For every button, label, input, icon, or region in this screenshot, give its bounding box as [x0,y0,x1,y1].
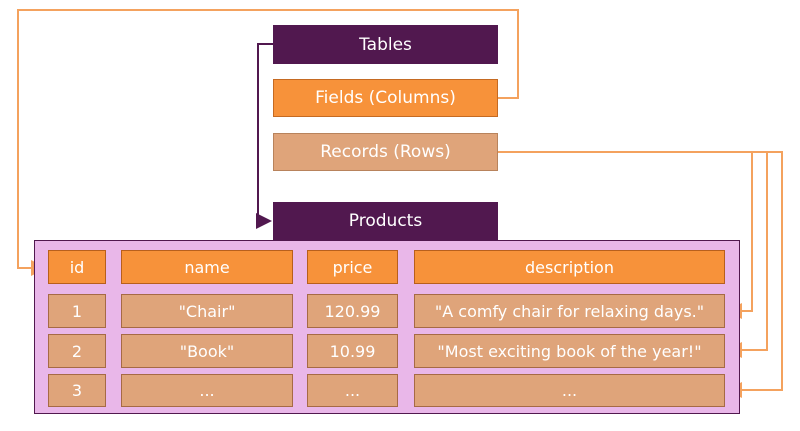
legend-fields-label: Fields (Columns) [315,88,456,108]
row-3-name: ... [121,374,293,407]
row-2-price: 10.99 [307,334,398,368]
row-1-name: "Chair" [121,294,293,328]
records-to-row3-connector [726,151,783,398]
legend-records: Records (Rows) [273,133,498,171]
row-2-id: 2 [48,334,106,368]
row-3-price: ... [307,374,398,407]
row-3-id: 3 [48,374,106,407]
row-1-price: 120.99 [307,294,398,328]
records-to-row2-connector [726,151,768,358]
header-cell-id: id [48,250,106,284]
header-cell-price: price [307,250,398,284]
legend-fields: Fields (Columns) [273,79,498,117]
header-cell-name: name [121,250,293,284]
row-1-description: "A comfy chair for relaxing days." [414,294,725,328]
legend-records-label: Records (Rows) [320,142,451,162]
records-to-row1-connector [498,151,753,319]
table-title: Products [273,202,498,240]
legend-tables: Tables [273,25,498,64]
legend-tables-label: Tables [359,34,412,55]
row-2-description: "Most exciting book of the year!" [414,334,725,368]
row-3-description: ... [414,374,725,407]
fields-to-header-connector [17,9,519,276]
row-1-id: 1 [48,294,106,328]
table-title-label: Products [348,211,423,231]
header-cell-description: description [414,250,725,284]
tables-to-products-connector [256,43,273,229]
row-2-name: "Book" [121,334,293,368]
